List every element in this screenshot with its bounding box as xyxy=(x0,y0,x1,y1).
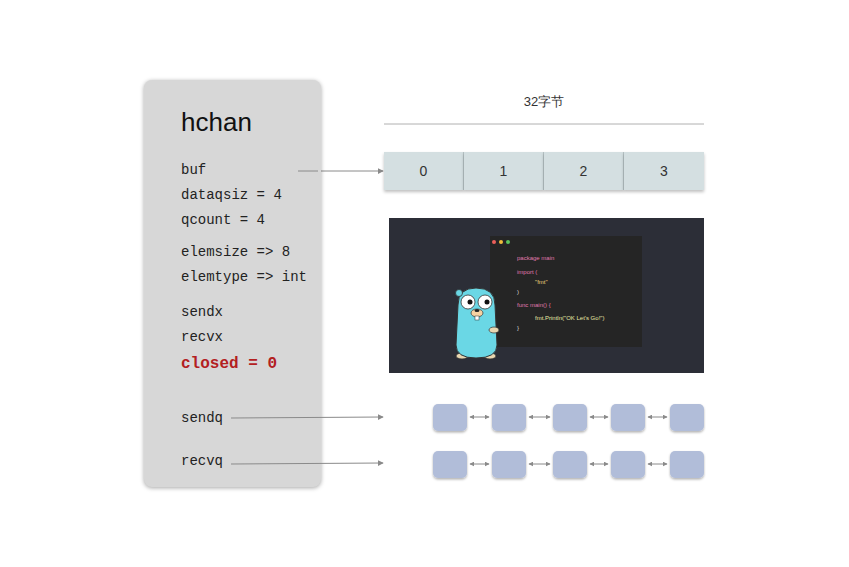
window-dot xyxy=(499,240,503,244)
queue-pointer xyxy=(231,417,383,418)
window-dot xyxy=(492,240,496,244)
queue-link xyxy=(529,464,550,465)
struct-panel: hchan buf dataqsiz = 4 qcount = 4 elemsize =… xyxy=(144,80,321,487)
queue-item xyxy=(492,404,526,431)
gopher xyxy=(456,288,500,359)
field-value: closed = 0 xyxy=(181,354,277,375)
queue-item xyxy=(670,451,704,478)
code-line: func main() { xyxy=(517,301,551,309)
struct-name: hchan xyxy=(181,105,252,139)
queue-item xyxy=(433,404,467,431)
cell-index: 2 xyxy=(580,163,588,179)
buffer-cell: 1 xyxy=(464,152,544,190)
cell-index: 0 xyxy=(420,163,428,179)
cell-index: 1 xyxy=(500,163,508,179)
code-line: ) xyxy=(517,288,519,296)
queue-link xyxy=(470,417,489,418)
wait-queues xyxy=(433,404,704,478)
queue-pointer xyxy=(231,463,383,464)
buffer-cell: 3 xyxy=(624,152,704,190)
field-value: elemtype => int xyxy=(181,268,307,286)
queue-item xyxy=(492,451,526,478)
field-name: recvx xyxy=(181,328,223,346)
pointer-stub xyxy=(298,171,318,172)
field-name: buf xyxy=(181,161,206,179)
queue-item xyxy=(433,451,467,478)
illustration-ground xyxy=(389,218,704,373)
code-line: fmt.Println("OK Let's Go!") xyxy=(535,314,604,322)
pointer-arrow xyxy=(321,171,383,172)
queue-link xyxy=(590,464,608,465)
code-window xyxy=(490,236,642,347)
buffer-cell: 2 xyxy=(544,152,624,190)
queue-link xyxy=(470,464,489,465)
field-value: elemsize => 8 xyxy=(181,243,290,261)
field-value: qcount = 4 xyxy=(181,211,265,229)
window-dot xyxy=(506,240,510,244)
queue-item xyxy=(611,451,645,478)
field-name: sendq xyxy=(181,409,223,427)
code-line: package main xyxy=(517,254,554,262)
field-name: sendx xyxy=(181,303,223,321)
cell-index: 3 xyxy=(660,163,668,179)
queue-item xyxy=(611,404,645,431)
queue-link xyxy=(529,417,550,418)
code-line: "fmt" xyxy=(535,278,548,286)
buffer-cell: 0 xyxy=(384,152,464,190)
queue-item xyxy=(670,404,704,431)
queue-item xyxy=(553,451,587,478)
queue-item xyxy=(553,404,587,431)
queue-link xyxy=(590,417,608,418)
size-line xyxy=(384,124,704,125)
code-line: } xyxy=(517,324,519,332)
size-label: 32字节 xyxy=(524,93,564,110)
queue-link xyxy=(648,417,667,418)
field-name: recvq xyxy=(181,452,223,470)
code-line: import ( xyxy=(517,268,537,276)
field-value: dataqsiz = 4 xyxy=(181,186,282,204)
queue-link xyxy=(648,464,667,465)
